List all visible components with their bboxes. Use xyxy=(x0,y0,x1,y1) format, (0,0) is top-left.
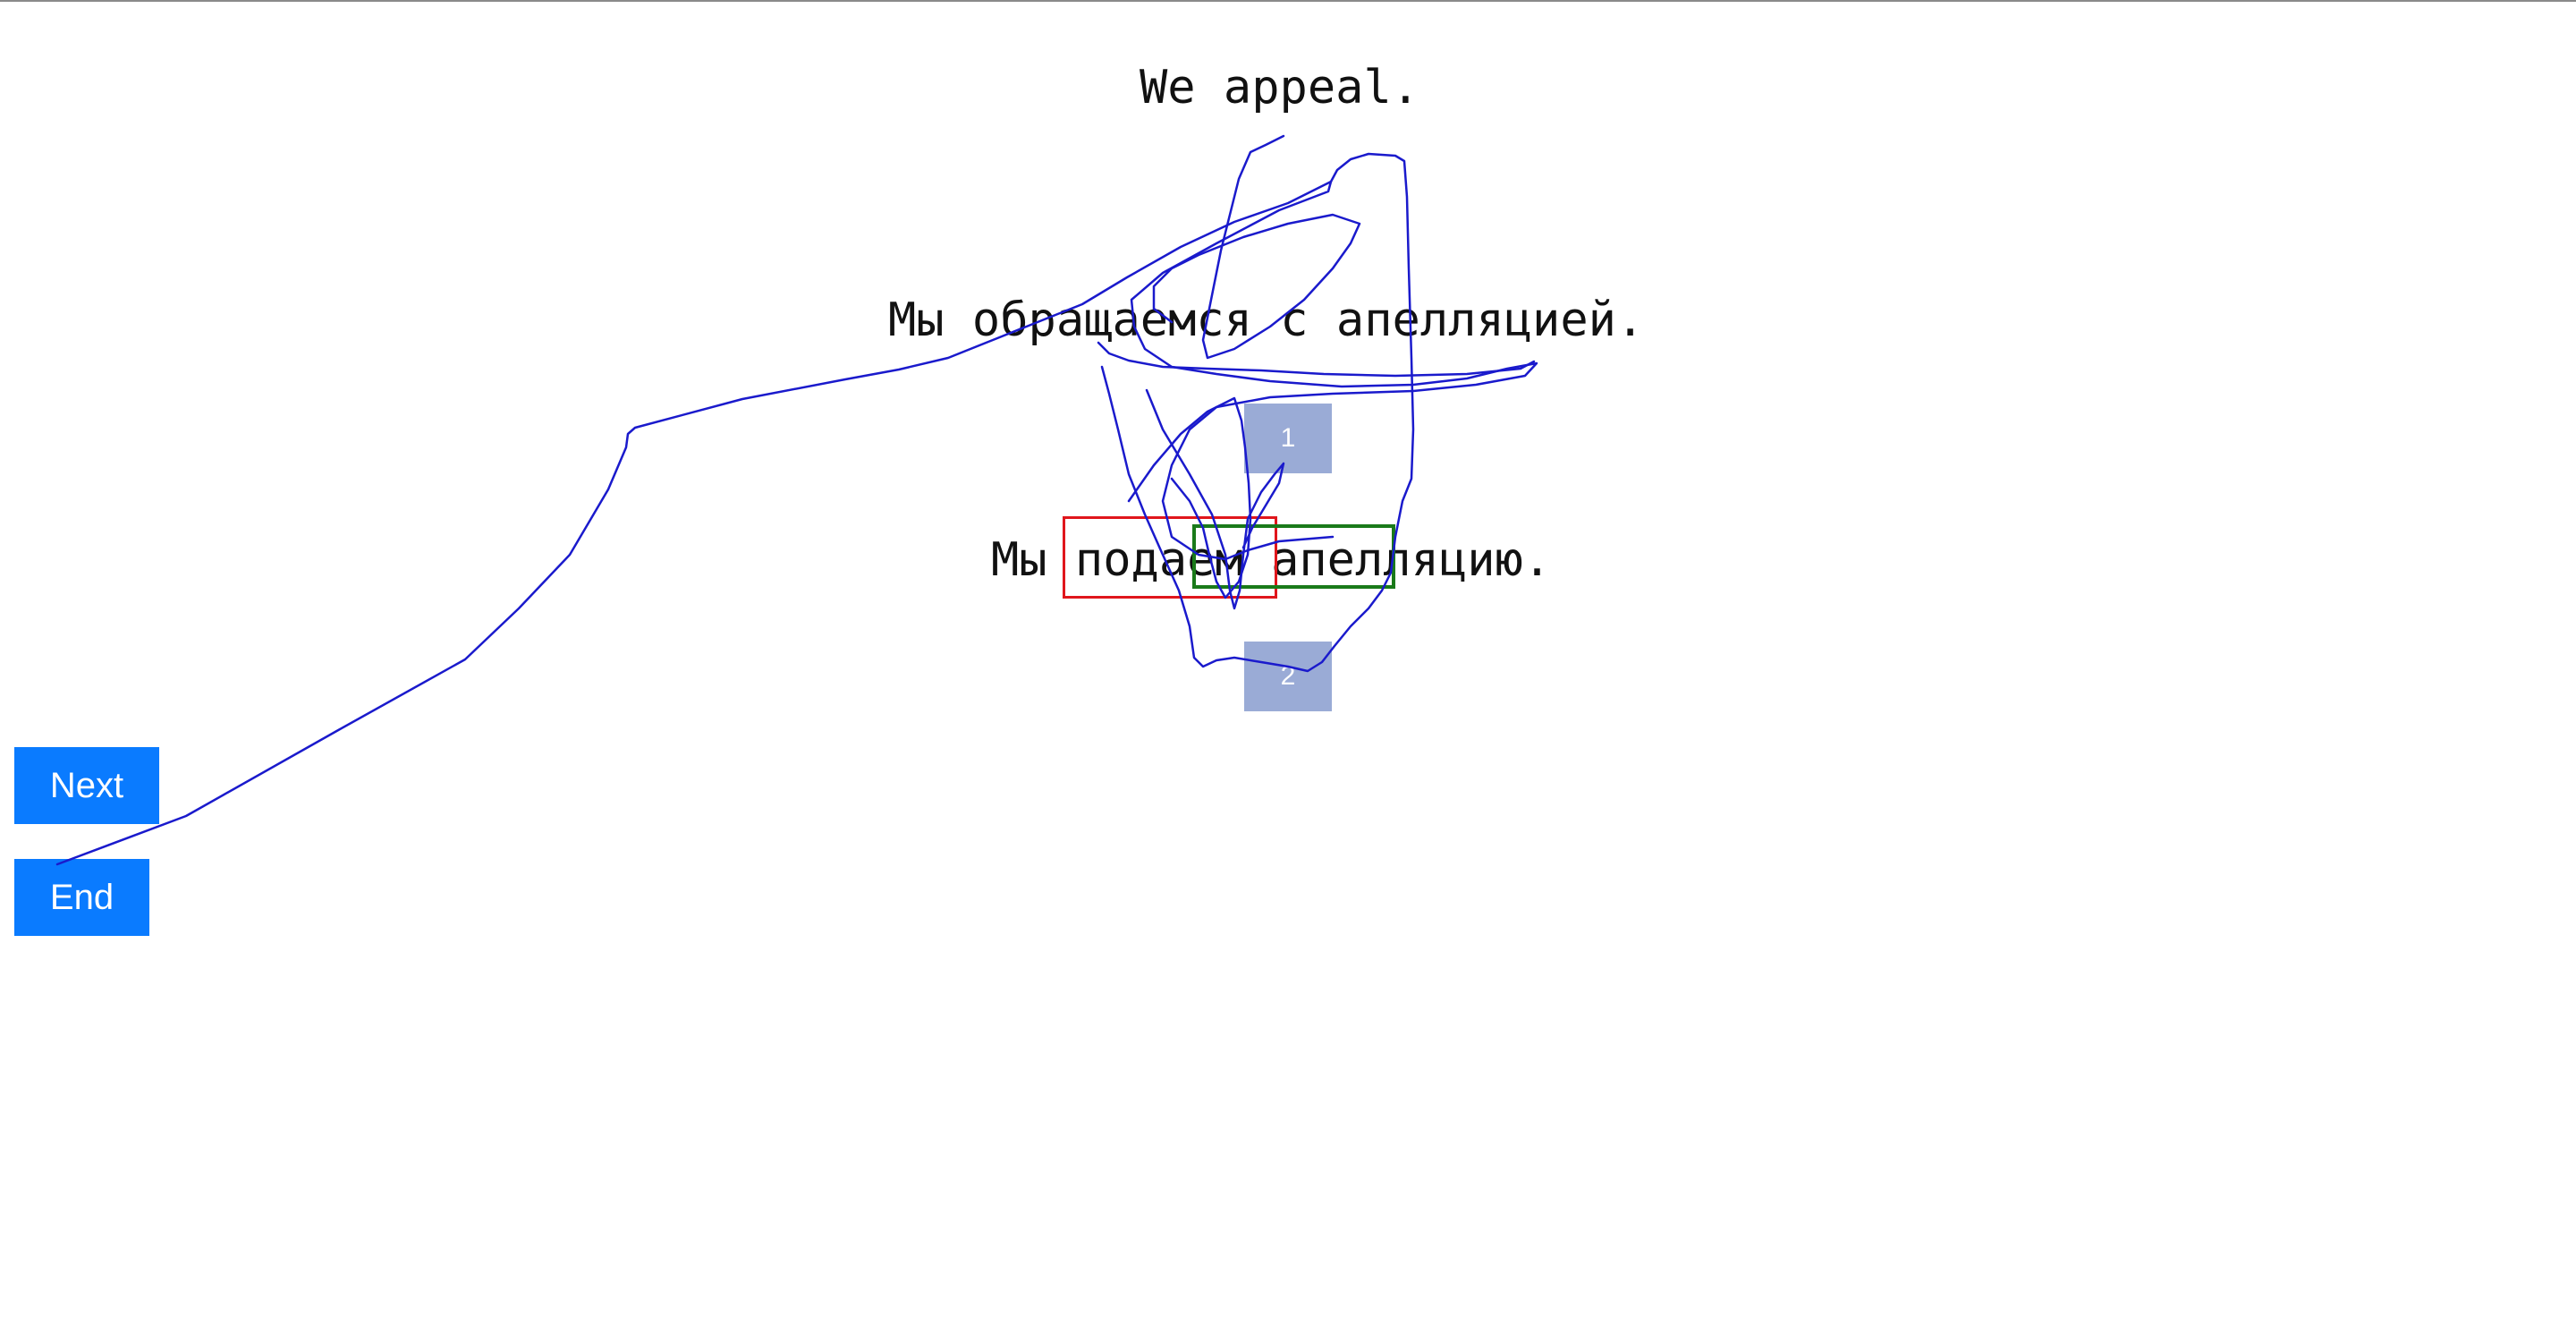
reference-sentence: Мы обращаемся с апелляцией. xyxy=(888,293,1645,347)
top-rule xyxy=(0,0,2576,2)
pen-stroke xyxy=(55,180,1538,866)
next-button[interactable]: Next xyxy=(14,747,159,824)
source-sentence: We appeal. xyxy=(1140,61,1420,115)
marker-2[interactable]: 2 xyxy=(1244,642,1332,711)
highlight-box-green xyxy=(1192,524,1395,589)
marker-1[interactable]: 1 xyxy=(1244,404,1332,473)
end-button[interactable]: End xyxy=(14,859,149,936)
